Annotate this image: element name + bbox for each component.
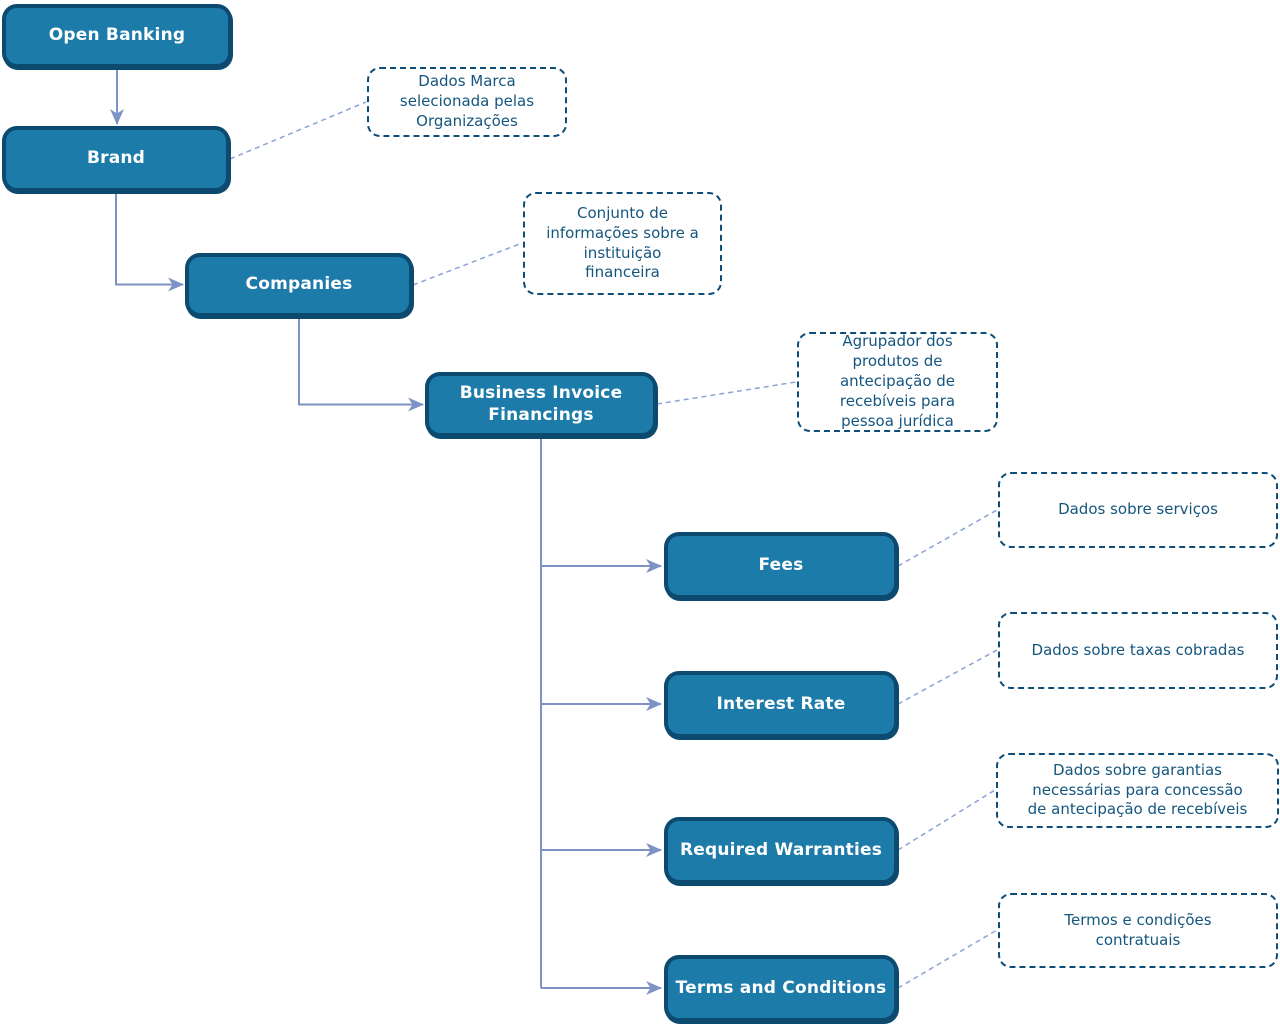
node-business-invoice-financings-label: Business Invoice Financings: [459, 383, 623, 425]
node-business-invoice-financings: Business Invoice Financings: [425, 372, 657, 437]
callout-required-warranties: Dados sobre garantias necessárias para c…: [996, 753, 1279, 828]
callout-brand: Dados Marca selecionada pelas Organizaçõ…: [367, 67, 567, 137]
node-fees: Fees: [664, 532, 898, 599]
node-interest-rate: Interest Rate: [664, 671, 898, 738]
callout-link-interest-rate: [897, 649, 998, 705]
callout-business-invoice-financings: Agrupador dos produtos de antecipação de…: [797, 332, 998, 432]
node-interest-rate-label: Interest Rate: [716, 693, 846, 714]
edge-brand-companies: [115, 192, 184, 292]
callout-link-fees: [897, 509, 998, 567]
node-brand-label: Brand: [86, 148, 146, 169]
callout-companies: Conjunto de informações sobre a institui…: [523, 192, 722, 295]
callout-terms-and-conditions-text: Termos e condições contratuais: [1064, 910, 1212, 949]
callout-fees: Dados sobre serviços: [998, 472, 1278, 548]
node-terms-and-conditions-label: Terms and Conditions: [675, 977, 887, 998]
node-required-warranties-label: Required Warranties: [679, 839, 883, 860]
node-companies-label: Companies: [245, 274, 353, 295]
callout-fees-text: Dados sobre serviços: [1058, 500, 1218, 519]
callout-link-brand: [229, 101, 367, 160]
callout-companies-text: Conjunto de informações sobre a institui…: [546, 203, 699, 282]
node-companies: Companies: [185, 253, 413, 317]
callout-link-companies: [412, 242, 523, 286]
callout-terms-and-conditions: Termos e condições contratuais: [998, 893, 1278, 968]
node-open-banking: Open Banking: [2, 4, 232, 68]
node-fees-label: Fees: [758, 554, 804, 575]
node-brand: Brand: [2, 126, 230, 192]
callout-interest-rate-text: Dados sobre taxas cobradas: [1031, 640, 1245, 659]
callout-link-bif: [656, 381, 797, 405]
callout-link-required-warranties: [897, 789, 996, 851]
node-open-banking-label: Open Banking: [48, 25, 186, 46]
callout-business-invoice-financings-text: Agrupador dos produtos de antecipação de…: [839, 332, 956, 430]
callout-interest-rate: Dados sobre taxas cobradas: [998, 612, 1278, 689]
callout-required-warranties-text: Dados sobre garantias necessárias para c…: [1027, 760, 1248, 819]
node-terms-and-conditions: Terms and Conditions: [664, 955, 898, 1022]
callout-brand-text: Dados Marca selecionada pelas Organizaçõ…: [399, 72, 535, 130]
callout-link-terms-and-conditions: [897, 929, 998, 989]
edge-companies-bif: [298, 317, 424, 412]
node-required-warranties: Required Warranties: [664, 817, 898, 884]
